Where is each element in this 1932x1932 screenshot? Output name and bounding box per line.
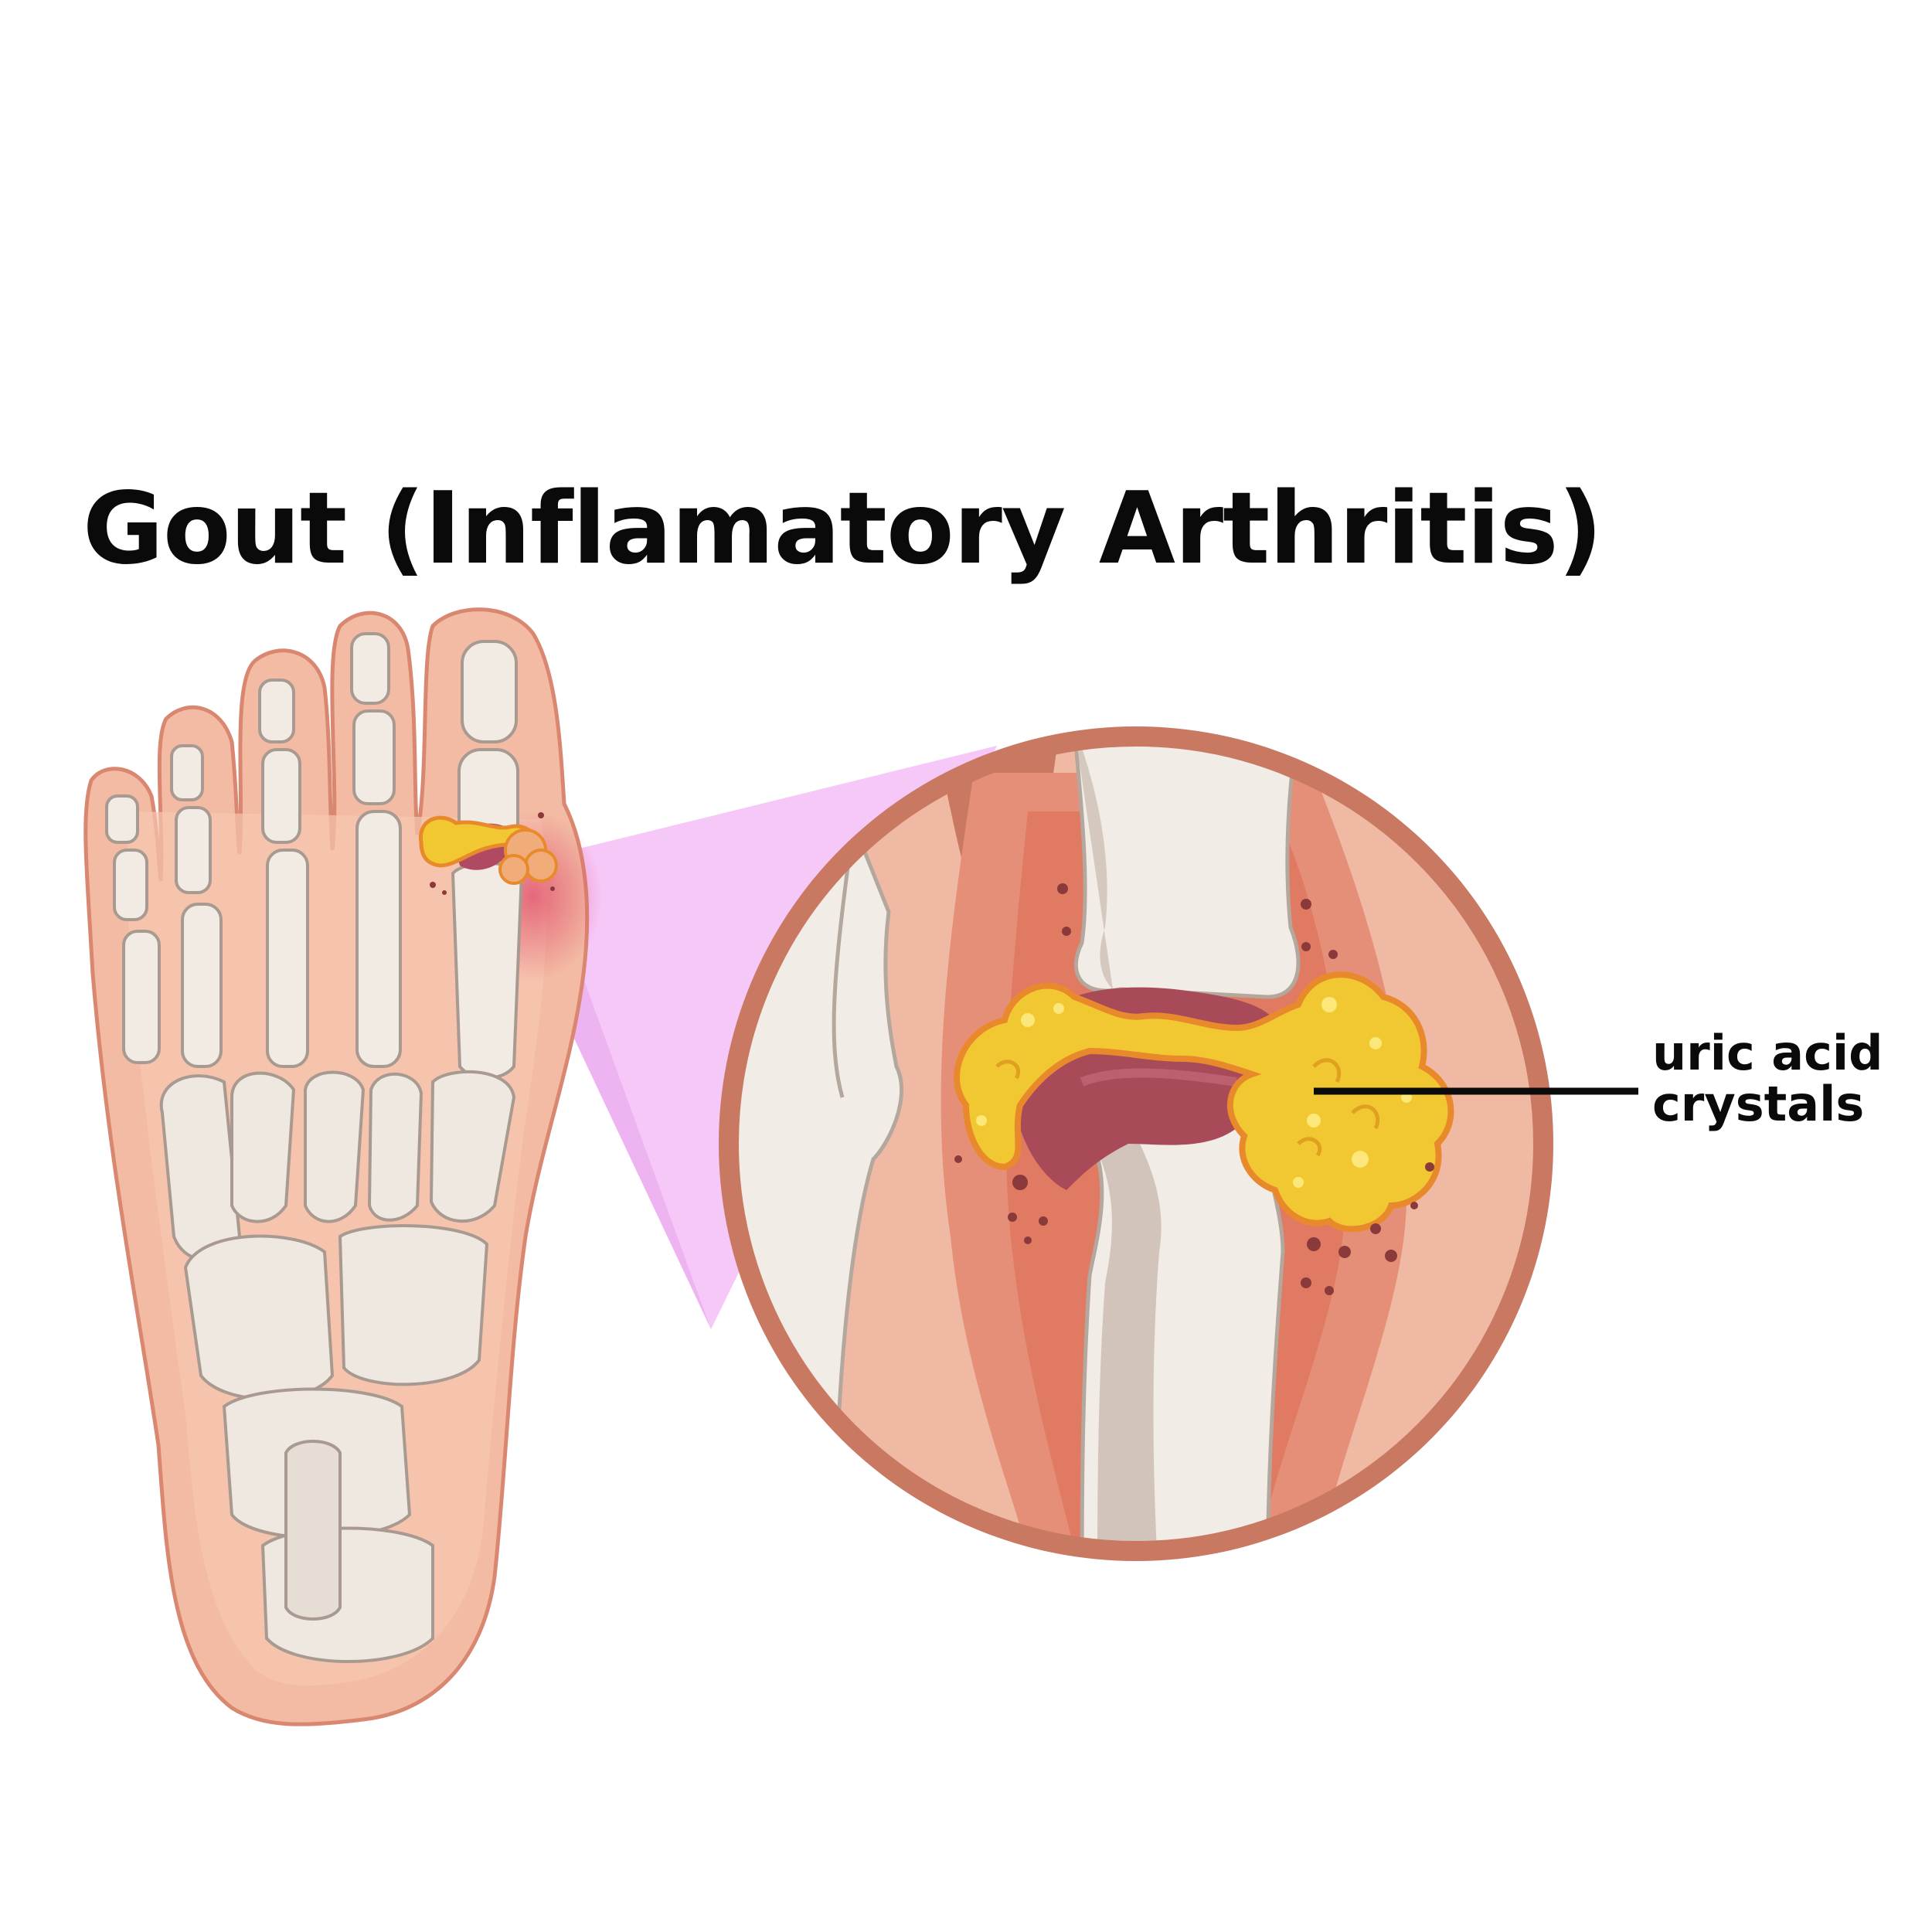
magnified-uric-acid-crystals (954, 971, 1454, 1233)
foot-uric-acid-crystals (419, 812, 558, 895)
magnified-joint-view (719, 726, 1553, 1561)
callout-line-2: crystals (1652, 1076, 1865, 1132)
callout-line-1: uric acid (1652, 1025, 1883, 1081)
inflammation-dots (954, 883, 1434, 1295)
uric-acid-crystals-label: uric acid crystals (1652, 1028, 1883, 1130)
diagram-title: Gout (Inflamatory Arthritis) (82, 471, 1603, 587)
foot-skeleton-view (83, 607, 603, 1726)
